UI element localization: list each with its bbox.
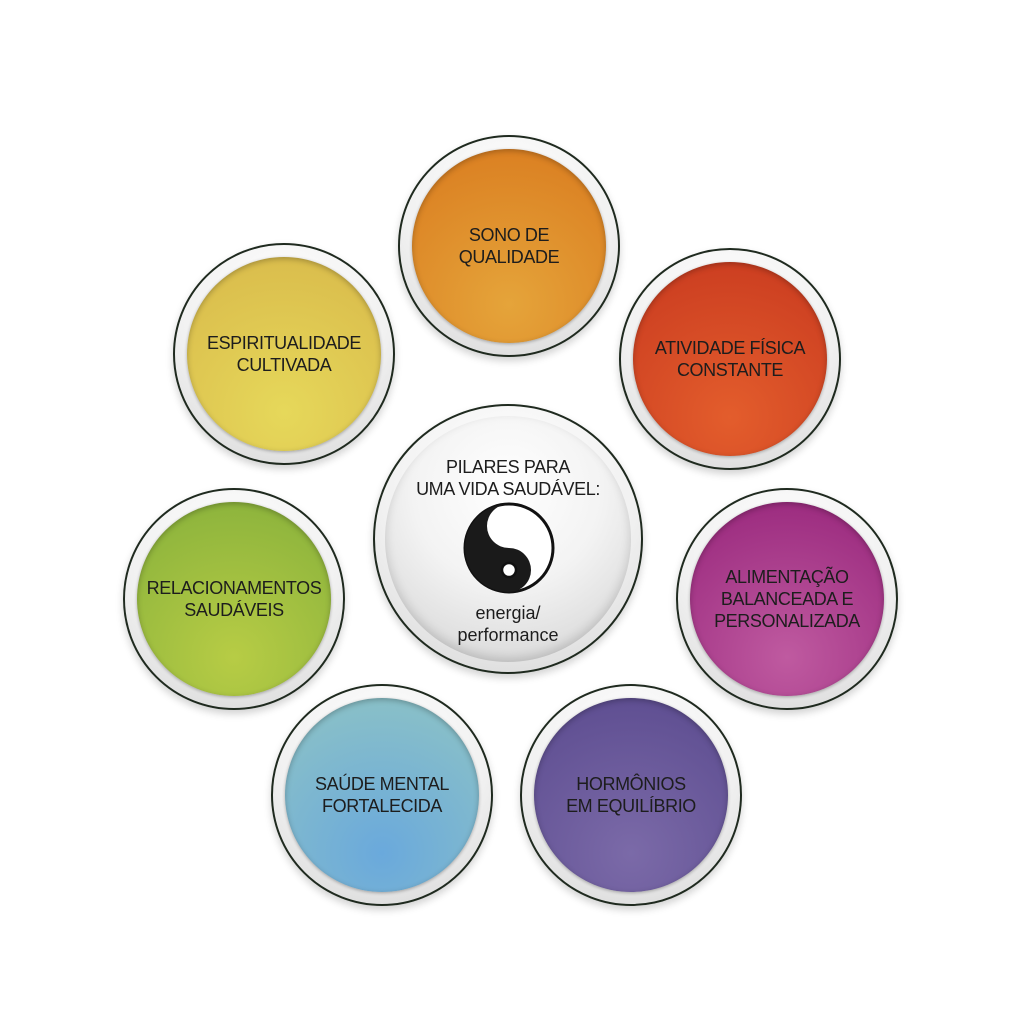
- pillar-saude-mental: SAÚDE MENTAL FORTALECIDA: [271, 684, 493, 906]
- yin-yang-icon: [463, 502, 555, 594]
- pillar-atividade-fisica: ATIVIDADE FÍSICA CONSTANTE: [619, 248, 841, 470]
- pillar-label: ALIMENTAÇÃO BALANCEADA E PERSONALIZADA: [714, 567, 860, 631]
- pillar-label: SONO DE QUALIDADE: [458, 225, 560, 267]
- pillar-relacionamentos-inner: RELACIONAMENTOS SAUDÁVEIS: [137, 502, 331, 696]
- pillar-hormonios-inner: HORMÔNIOS EM EQUILÍBRIO: [534, 698, 728, 892]
- pillar-atividade-inner: ATIVIDADE FÍSICA CONSTANTE: [633, 262, 827, 456]
- pillar-alimentacao-inner: ALIMENTAÇÃO BALANCEADA E PERSONALIZADA: [690, 502, 884, 696]
- center-circle: PILARES PARA UMA VIDA SAUDÁVEL: energia/…: [373, 404, 643, 674]
- pillar-espiritualidade-inner: ESPIRITUALIDADE CULTIVADA: [187, 257, 381, 451]
- pillar-label: ESPIRITUALIDADE CULTIVADA: [206, 333, 362, 375]
- pillar-label: ATIVIDADE FÍSICA CONSTANTE: [654, 338, 806, 380]
- pillar-label: RELACIONAMENTOS SAUDÁVEIS: [146, 578, 322, 620]
- pillar-saude-inner: SAÚDE MENTAL FORTALECIDA: [285, 698, 479, 892]
- center-title: PILARES PARA UMA VIDA SAUDÁVEL:: [416, 457, 600, 499]
- pillar-label: SAÚDE MENTAL FORTALECIDA: [315, 774, 449, 816]
- pillar-hormonios: HORMÔNIOS EM EQUILÍBRIO: [520, 684, 742, 906]
- pillar-label: HORMÔNIOS EM EQUILÍBRIO: [566, 774, 696, 816]
- center-subtitle: energia/ performance: [457, 603, 559, 645]
- pillar-sono-inner: SONO DE QUALIDADE: [412, 149, 606, 343]
- pillar-relacionamentos: RELACIONAMENTOS SAUDÁVEIS: [123, 488, 345, 710]
- pillar-espiritualidade: ESPIRITUALIDADE CULTIVADA: [173, 243, 395, 465]
- pillar-sono-de-qualidade: SONO DE QUALIDADE: [398, 135, 620, 357]
- pillar-alimentacao: ALIMENTAÇÃO BALANCEADA E PERSONALIZADA: [676, 488, 898, 710]
